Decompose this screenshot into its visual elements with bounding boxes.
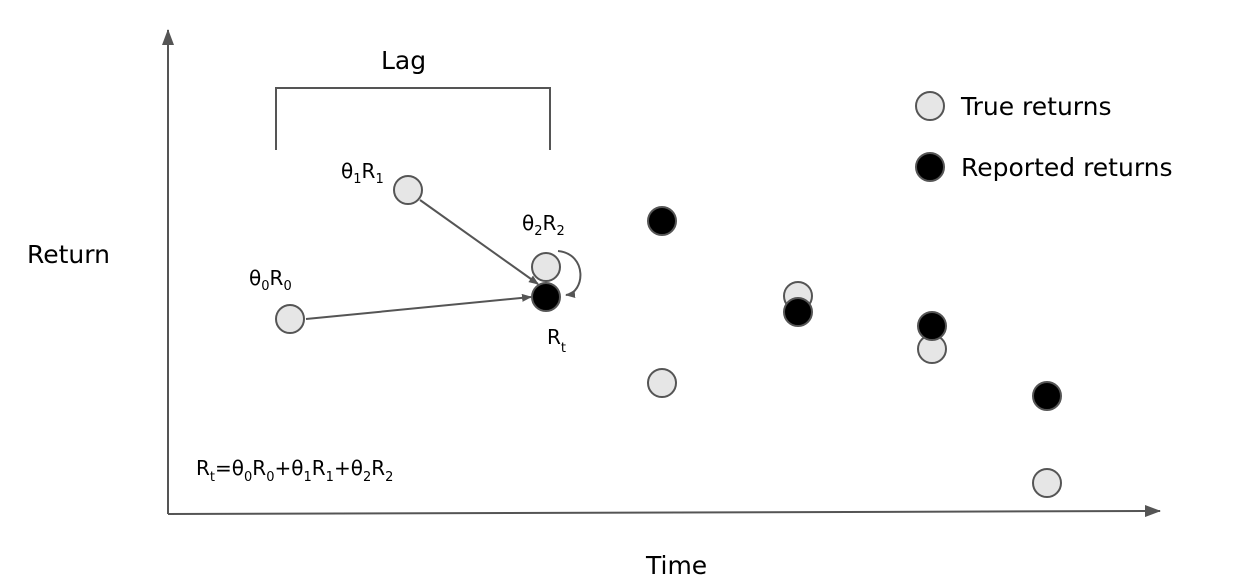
reported-return-point xyxy=(647,206,677,236)
true-return-point xyxy=(647,368,677,398)
label-rt: Rt xyxy=(547,325,566,356)
arrow-theta0-to-rt xyxy=(305,293,532,320)
true-return-point xyxy=(393,175,423,205)
label-theta1-r1: θ1R1 xyxy=(341,159,384,187)
svg-text:θ2R2: θ2R2 xyxy=(522,211,565,239)
reported-return-point xyxy=(531,282,561,312)
legend: True returns Reported returns xyxy=(915,91,1173,182)
arrow-theta2-to-rt xyxy=(557,250,582,299)
legend-true-returns-label: True returns xyxy=(960,92,1112,121)
label-theta0-r0: θ0R0 xyxy=(249,266,292,294)
reported-return-point xyxy=(1032,381,1062,411)
legend-true-returns-marker xyxy=(915,91,945,121)
legend-reported-returns-label: Reported returns xyxy=(961,153,1173,182)
label-theta2-r2: θ2R2 xyxy=(522,211,565,239)
true-return-point xyxy=(1032,468,1062,498)
legend-reported-returns-marker xyxy=(915,152,945,182)
true-return-point xyxy=(531,252,561,282)
x-axis-label: Time xyxy=(645,551,707,580)
svg-text:Rt=θ0R0+θ1R1+θ2R2: Rt=θ0R0+θ1R1+θ2R2 xyxy=(196,456,393,485)
reported-return-point xyxy=(783,297,813,327)
y-axis-label: Return xyxy=(27,240,110,269)
svg-text:Rt: Rt xyxy=(547,325,566,356)
true-return-point xyxy=(275,304,305,334)
x-axis xyxy=(167,505,1161,518)
svg-text:θ0R0: θ0R0 xyxy=(249,266,292,294)
svg-text:θ1R1: θ1R1 xyxy=(341,159,384,187)
reported-return-point xyxy=(917,311,947,341)
lag-label: Lag xyxy=(381,46,426,75)
lag-bracket xyxy=(275,87,551,150)
formula: Rt=θ0R0+θ1R1+θ2R2 xyxy=(196,456,393,485)
arrow-theta1-to-rt xyxy=(419,199,539,285)
